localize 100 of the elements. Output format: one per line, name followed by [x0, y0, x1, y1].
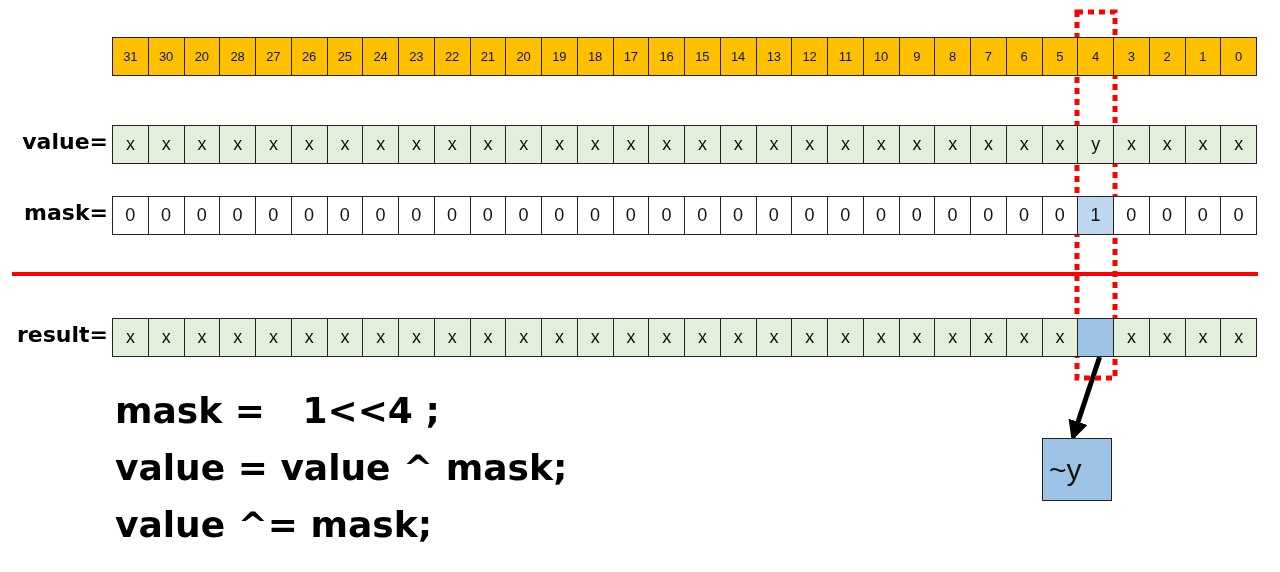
bit-number-cell: 10 [862, 37, 900, 76]
bit-number-cell: 31 [112, 37, 149, 76]
bit-cell: x [1148, 318, 1186, 357]
bit-number-cell: 22 [433, 37, 471, 76]
bit-number-cell: 27 [255, 37, 292, 76]
bit-number-cell: 18 [576, 37, 614, 76]
bit-cell: 0 [433, 196, 471, 235]
code-line: mask = 1<<4 ; [115, 390, 440, 431]
bit-cell: 0 [934, 196, 971, 235]
bit-cell: x [398, 125, 435, 164]
row-label: value= [21, 129, 108, 154]
bit-cell: x [934, 125, 971, 164]
bit-cell: x [719, 318, 757, 357]
bit-number-cell: 30 [147, 37, 185, 76]
bit-cell: 0 [1005, 196, 1043, 235]
bit-number-cell: 20 [505, 37, 542, 76]
bit-cell: x [862, 318, 900, 357]
bit-cell: 0 [684, 196, 721, 235]
bit-number-cell: 11 [827, 37, 864, 76]
bit-cell: x [290, 318, 328, 357]
bit-number-cell: 19 [541, 37, 578, 76]
highlighted-bit-cell [1077, 318, 1114, 357]
bit-number-cell: 24 [362, 37, 399, 76]
bit-cell: x [1148, 125, 1186, 164]
bit-cell: x [147, 125, 185, 164]
bit-number-cell: 12 [791, 37, 828, 76]
bit-cell: 0 [576, 196, 614, 235]
bit-cell: 0 [1220, 196, 1257, 235]
bit-cell: x [1005, 125, 1043, 164]
bit-cell: x [791, 318, 828, 357]
bit-cell: x [255, 318, 292, 357]
bit-cell: x [719, 125, 757, 164]
bit-number-cell: 28 [219, 37, 256, 76]
bit-number-cell: 16 [648, 37, 685, 76]
bit-cell: 0 [719, 196, 757, 235]
bit-cell: x [1113, 318, 1150, 357]
bit-cell: x [541, 125, 578, 164]
bit-cell: 0 [1113, 196, 1150, 235]
bit-cell: x [1220, 125, 1257, 164]
bit-number-cell: 7 [970, 37, 1007, 76]
bit-cell: 0 [827, 196, 864, 235]
bit-cell: x [112, 318, 149, 357]
bit-cell: x [827, 318, 864, 357]
bit-number-cell: 3 [1113, 37, 1150, 76]
bit-cell: x [362, 318, 399, 357]
bit-cell: x [147, 318, 185, 357]
bit-cell: x [970, 318, 1007, 357]
bit-cell: 0 [648, 196, 685, 235]
bit-number-cell: 4 [1077, 37, 1114, 76]
bit-cell: x [433, 318, 471, 357]
bit-cell: x [398, 318, 435, 357]
row-label: mask= [23, 200, 108, 225]
bit-number-cell: 8 [934, 37, 971, 76]
bit-cell: 0 [362, 196, 399, 235]
bit-cell: 0 [1148, 196, 1186, 235]
bit-cell: x [648, 318, 685, 357]
bit-cell: 0 [862, 196, 900, 235]
bit-cell: x [791, 125, 828, 164]
bit-cell: x [433, 125, 471, 164]
bit-number-cell: 15 [684, 37, 721, 76]
code-line: value ^= mask; [115, 504, 433, 545]
bit-cell: x [541, 318, 578, 357]
bit-number-cell: 6 [1005, 37, 1043, 76]
bit-cell: 0 [147, 196, 185, 235]
bit-cell: x [505, 125, 542, 164]
bit-cell: x [112, 125, 149, 164]
bit-cell: x [684, 125, 721, 164]
bit-number-cell: 26 [290, 37, 328, 76]
bit-number-cell: 0 [1220, 37, 1257, 76]
bit-cell: x [1220, 318, 1257, 357]
row-label: result= [15, 322, 108, 347]
bit-cell: 0 [791, 196, 828, 235]
bit-cell: 0 [112, 196, 149, 235]
bit-cell: x [684, 318, 721, 357]
bit-cell: 0 [398, 196, 435, 235]
bit-cell: 0 [255, 196, 292, 235]
bit-cell: x [934, 318, 971, 357]
bit-number-cell: 2 [1148, 37, 1186, 76]
bit-cell: 0 [505, 196, 542, 235]
bit-cell: x [255, 125, 292, 164]
bit-cell: x [219, 318, 256, 357]
bit-cell: 0 [219, 196, 256, 235]
bit-cell: x [970, 125, 1007, 164]
bit-cell: x [576, 318, 614, 357]
bit-cell: 0 [541, 196, 578, 235]
bit-cell: x [648, 125, 685, 164]
bit-cell: x [362, 125, 399, 164]
bit-cell: x [290, 125, 328, 164]
bit-cell: x [827, 125, 864, 164]
bit-cell: y [1077, 125, 1114, 164]
code-line: value = value ^ mask; [115, 447, 568, 488]
bit-cell: x [505, 318, 542, 357]
result-box: ~y [1042, 438, 1112, 501]
bit-cell: x [1113, 125, 1150, 164]
bit-cell: 0 [970, 196, 1007, 235]
bit-cell: 1 [1077, 196, 1114, 235]
bit-number-cell: 14 [719, 37, 757, 76]
bit-cell: x [862, 125, 900, 164]
bit-cell: x [1005, 318, 1043, 357]
bit-cell: 0 [290, 196, 328, 235]
